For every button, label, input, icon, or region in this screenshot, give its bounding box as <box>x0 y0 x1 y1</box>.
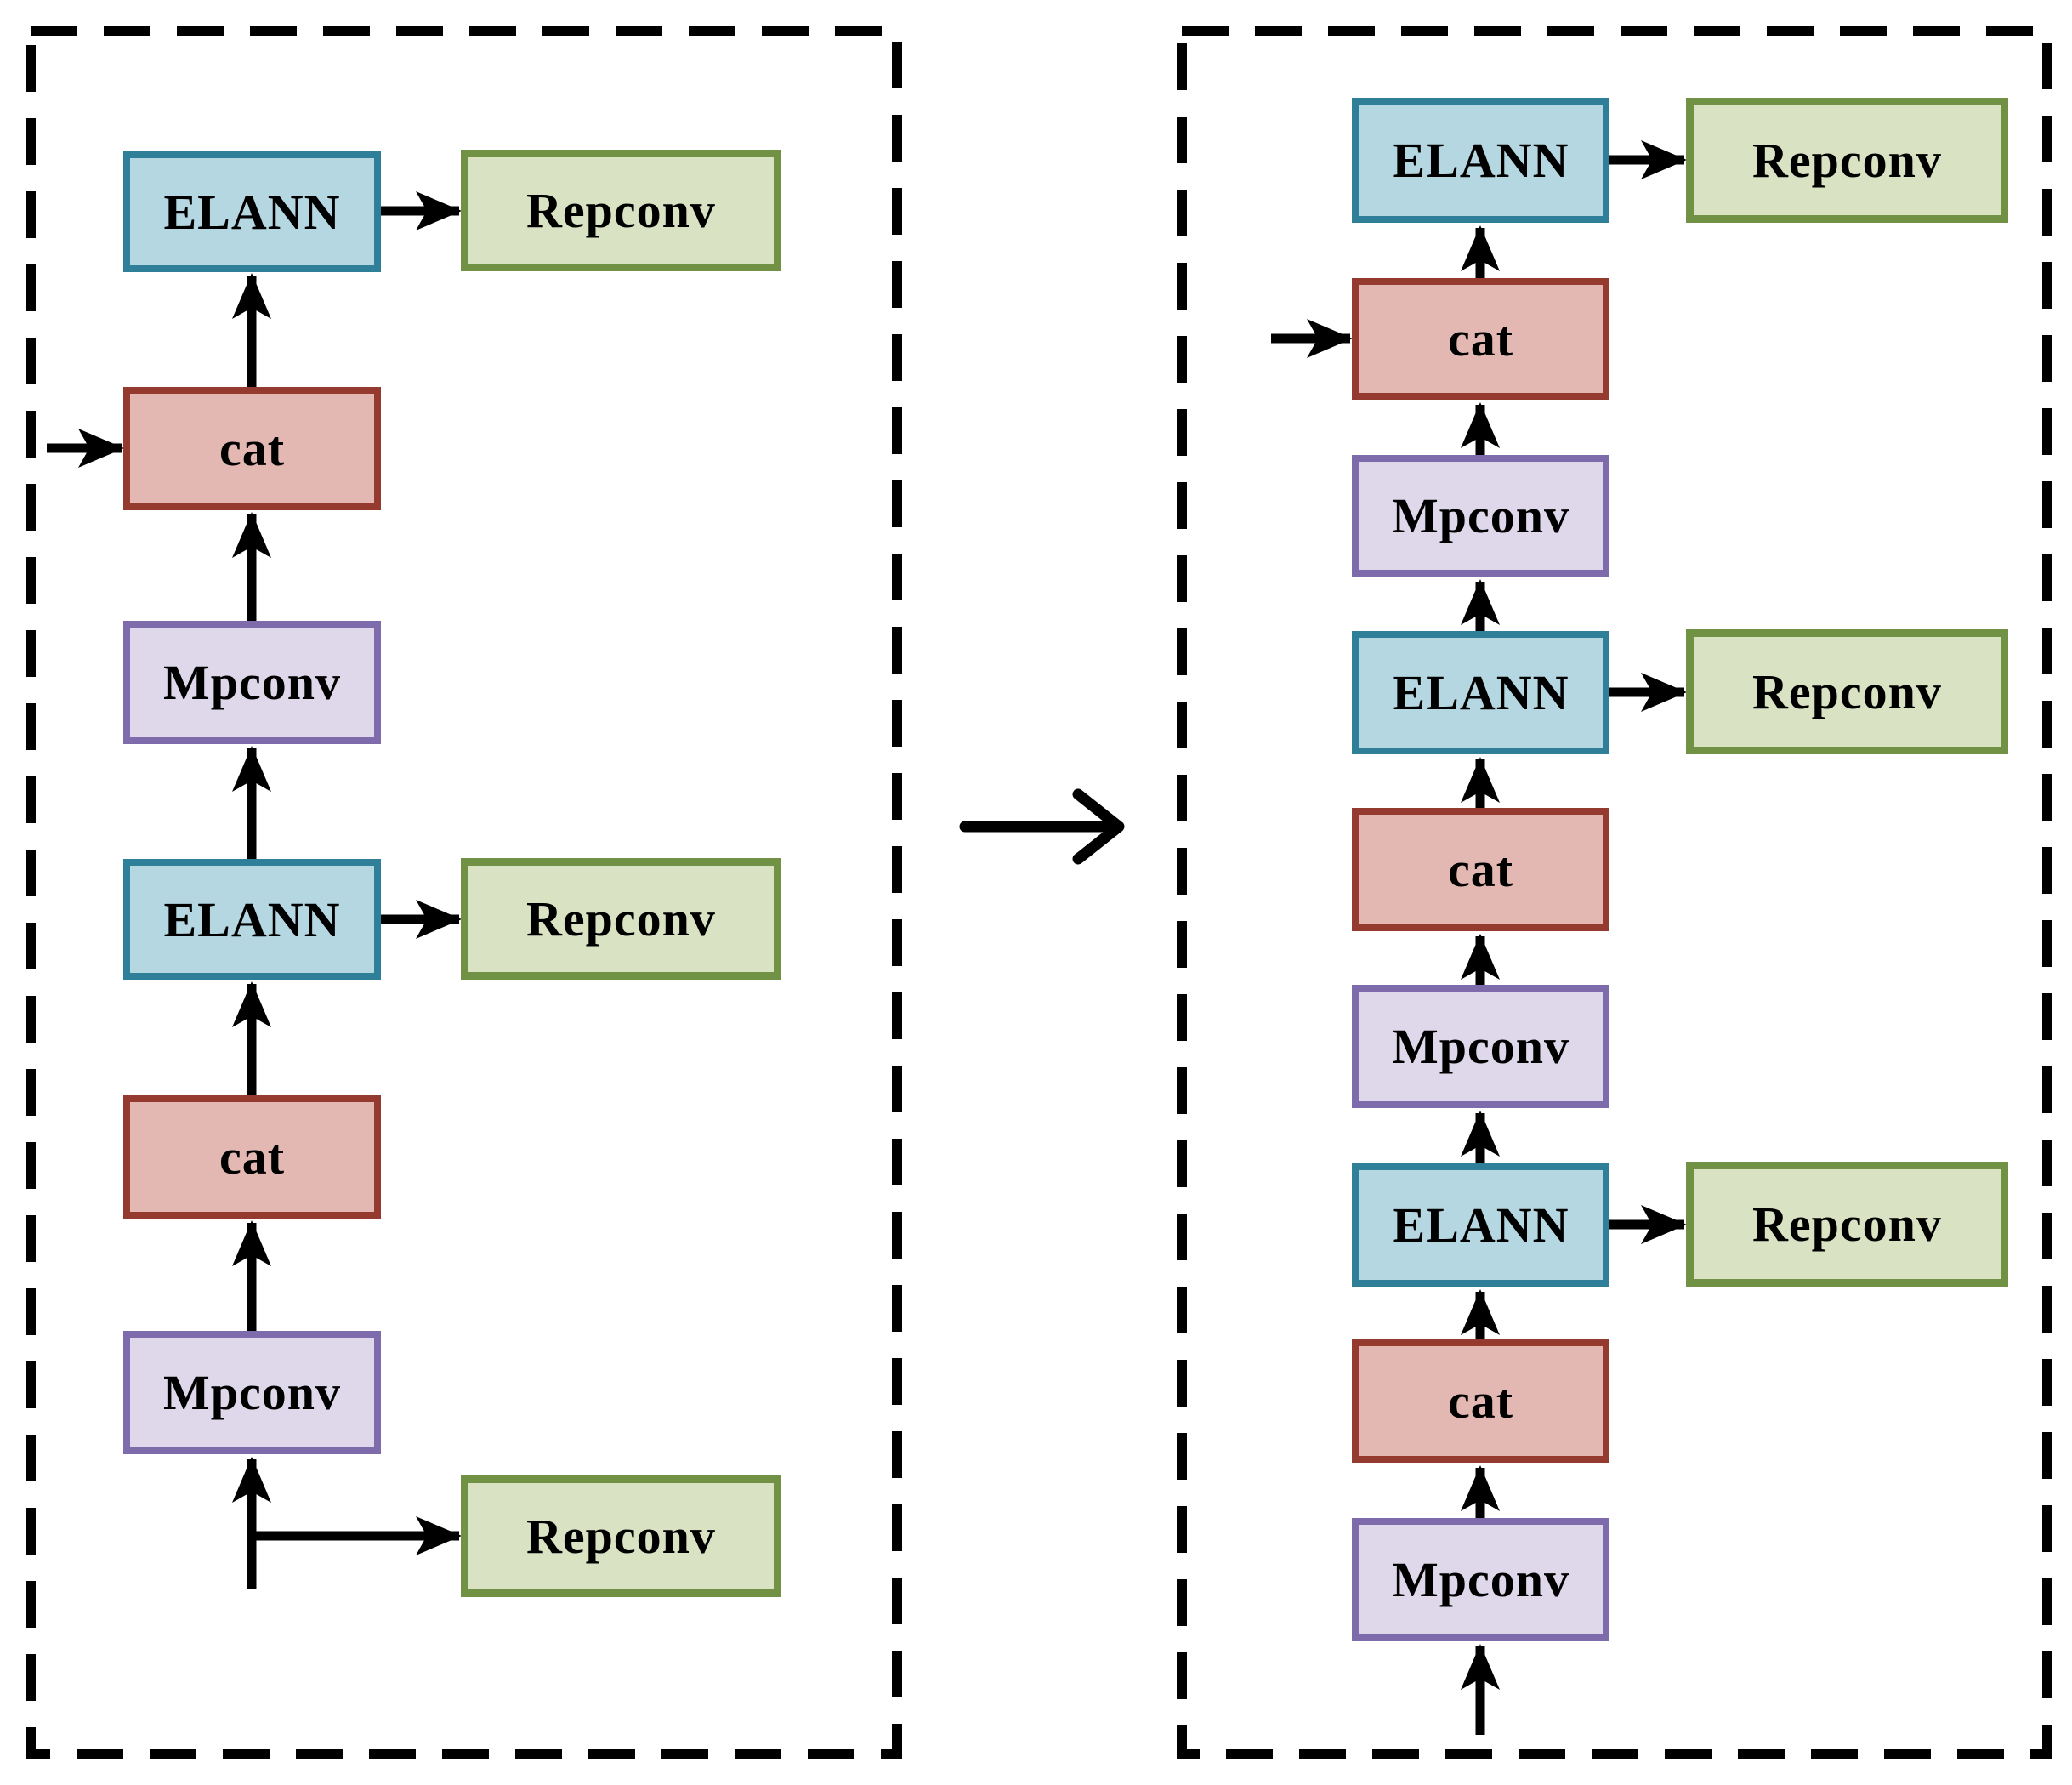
repconv-node: Repconv <box>461 150 781 271</box>
elann-node: ELANN <box>1352 631 1609 754</box>
elann-node: ELANN <box>1352 1163 1609 1287</box>
repconv-node: Repconv <box>461 1475 781 1597</box>
mpconv-node: Mpconv <box>123 621 381 744</box>
right-panel-border <box>1177 26 2052 1759</box>
cat-node: cat <box>1352 1339 1609 1463</box>
right-panel-arrows <box>1271 140 1687 1735</box>
mpconv-node: Mpconv <box>1352 985 1609 1108</box>
repconv-node: Repconv <box>1686 629 2008 754</box>
transform-arrow <box>959 788 1125 865</box>
mpconv-node: Mpconv <box>1352 1518 1609 1641</box>
mpconv-node: Mpconv <box>1352 455 1609 577</box>
left-panel-border <box>26 26 902 1759</box>
repconv-node: Repconv <box>1686 1162 2008 1287</box>
mpconv-node: Mpconv <box>123 1331 381 1454</box>
elann-node: ELANN <box>1352 98 1609 223</box>
cat-node: cat <box>123 387 381 510</box>
cat-node: cat <box>1352 278 1609 400</box>
repconv-node: Repconv <box>1686 98 2008 223</box>
cat-node: cat <box>1352 808 1609 931</box>
left-panel-arrows <box>47 191 462 1589</box>
repconv-node: Repconv <box>461 858 781 980</box>
cat-node: cat <box>123 1095 381 1219</box>
elann-node: ELANN <box>123 151 381 272</box>
elann-node: ELANN <box>123 859 381 980</box>
